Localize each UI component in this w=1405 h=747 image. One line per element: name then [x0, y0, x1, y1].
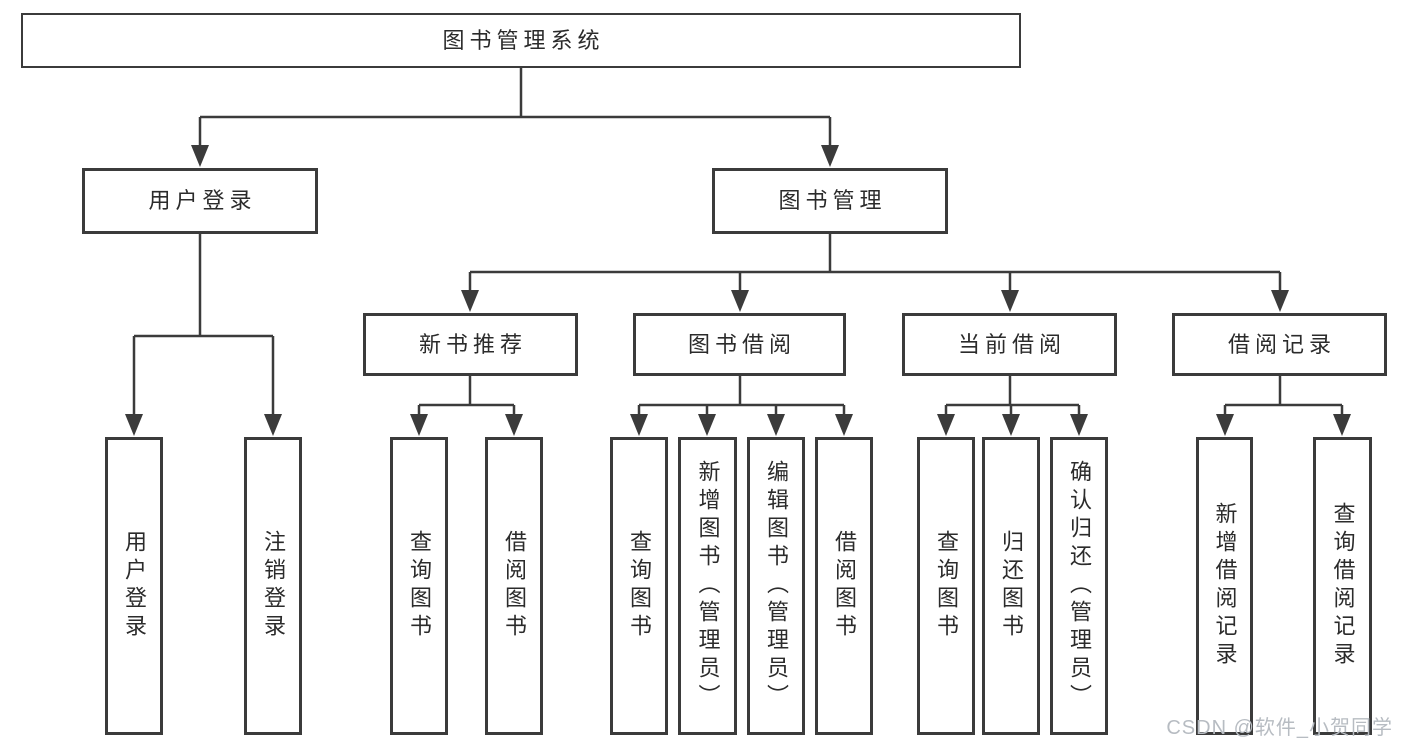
node-book-management-label: 图书管理 [778, 188, 887, 213]
arrowhead [505, 414, 523, 436]
node-book-management: 图书管理 [712, 168, 948, 234]
leaf-borrow-edit-books-admin: 编辑图书（管理员） [747, 437, 805, 735]
arrowhead [1002, 414, 1020, 436]
arrowhead [767, 414, 785, 436]
node-book-borrowing-label: 图书借阅 [687, 331, 796, 357]
arrowhead [191, 145, 209, 167]
leaf-records-add-borrow-record: 新增借阅记录 [1196, 437, 1253, 735]
arrowhead [698, 414, 716, 436]
arrowhead [731, 290, 749, 312]
leaf-current-return-books: 归还图书 [982, 437, 1040, 735]
leaf-recommend-borrow-books-label: 借阅图书 [502, 530, 527, 642]
node-user-login: 用户登录 [82, 168, 318, 234]
arrowhead [410, 414, 428, 436]
node-current-borrowing: 当前借阅 [902, 313, 1117, 376]
leaf-records-query-borrow-record-label: 查询借阅记录 [1330, 502, 1356, 670]
leaf-recommend-borrow-books: 借阅图书 [485, 437, 543, 735]
node-borrowing-records-label: 借阅记录 [1227, 331, 1336, 357]
leaf-records-query-borrow-record: 查询借阅记录 [1313, 437, 1372, 735]
arrowhead [1333, 414, 1351, 436]
leaf-current-query-books: 查询图书 [917, 437, 975, 735]
leaf-current-query-books-label: 查询图书 [934, 530, 959, 642]
arrowhead [264, 414, 282, 436]
leaf-user-login-label: 用户登录 [122, 530, 147, 642]
node-new-book-recommendation-label: 新书推荐 [418, 331, 527, 357]
arrowhead [835, 414, 853, 436]
leaf-borrow-query-books: 查询图书 [610, 437, 668, 735]
leaf-records-add-borrow-record-label: 新增借阅记录 [1212, 502, 1238, 670]
leaf-borrow-borrow-books-label: 借阅图书 [832, 530, 857, 642]
node-library-management-system-label: 图书管理系统 [442, 27, 605, 53]
leaf-current-return-books-label: 归还图书 [999, 530, 1024, 642]
arrowhead [125, 414, 143, 436]
arrowhead [630, 414, 648, 436]
arrowhead [461, 290, 479, 312]
node-borrowing-records: 借阅记录 [1172, 313, 1387, 376]
node-user-login-label: 用户登录 [148, 188, 257, 213]
arrowhead [1271, 290, 1289, 312]
arrowhead [821, 145, 839, 167]
leaf-recommend-query-books: 查询图书 [390, 437, 448, 735]
leaf-borrow-add-books-admin-label: 新增图书（管理员） [695, 460, 721, 712]
arrowhead [1070, 414, 1088, 436]
leaf-borrow-edit-books-admin-label: 编辑图书（管理员） [764, 460, 789, 712]
arrowhead [1216, 414, 1234, 436]
tree-branch-lines [132, 68, 1344, 416]
arrowhead [937, 414, 955, 436]
leaf-current-confirm-return-admin-label: 确认归还（管理员） [1067, 460, 1092, 712]
node-book-borrowing: 图书借阅 [633, 313, 846, 376]
node-new-book-recommendation: 新书推荐 [363, 313, 578, 376]
leaf-borrow-borrow-books: 借阅图书 [815, 437, 873, 735]
leaf-borrow-query-books-label: 查询图书 [627, 530, 652, 642]
node-current-borrowing-label: 当前借阅 [957, 331, 1066, 357]
leaf-logout: 注销登录 [244, 437, 302, 735]
leaf-user-login: 用户登录 [105, 437, 163, 735]
leaf-recommend-query-books-label: 查询图书 [407, 530, 432, 642]
arrowheads [125, 145, 1351, 436]
leaf-borrow-add-books-admin: 新增图书（管理员） [678, 437, 737, 735]
leaf-current-confirm-return-admin: 确认归还（管理员） [1050, 437, 1108, 735]
arrowhead [1001, 290, 1019, 312]
csdn-watermark: CSDN @软件_小贺同学 [1166, 717, 1393, 739]
leaf-logout-label: 注销登录 [261, 530, 286, 642]
node-library-management-system: 图书管理系统 [21, 13, 1021, 68]
